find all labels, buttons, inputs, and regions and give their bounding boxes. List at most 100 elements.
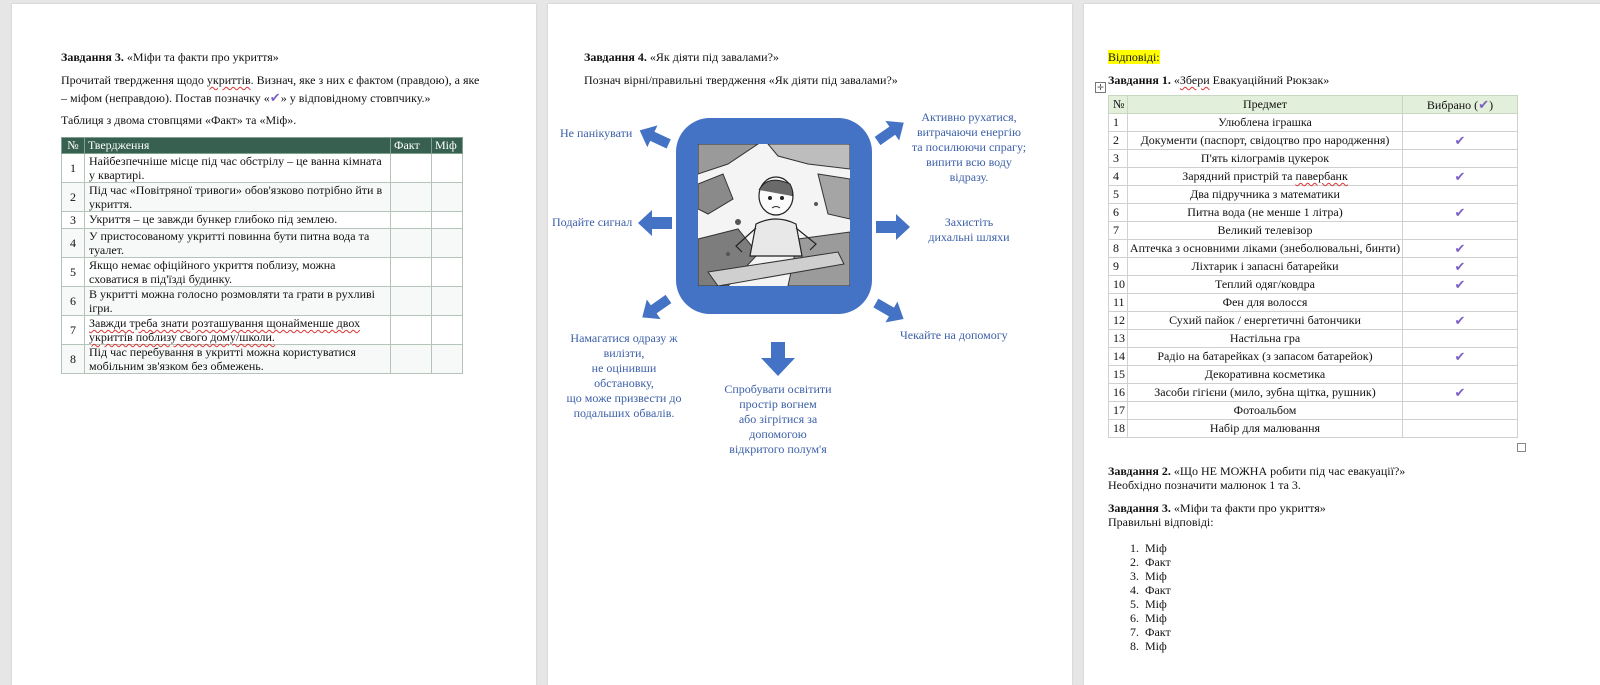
check-icon: ✔ <box>1454 312 1466 328</box>
document-page-2 <box>548 4 1072 685</box>
fact-cell[interactable] <box>390 228 432 258</box>
col-item: Предмет <box>1127 95 1403 114</box>
fact-cell[interactable] <box>390 211 432 229</box>
item-name: Радіо на батарейках (з запасом батарейок… <box>1127 347 1403 366</box>
label-wait-for-help: Чекайте на допомогу <box>900 328 1008 342</box>
list-item: 7.Факт <box>1130 625 1171 639</box>
selected-cell[interactable]: ✔ <box>1402 167 1518 186</box>
col-number: № <box>1108 95 1128 114</box>
list-item: 1.Міф <box>1130 541 1167 555</box>
selected-cell[interactable] <box>1402 293 1518 312</box>
col-number: № <box>61 137 85 154</box>
item-name: Документи (паспорт, свідоцтво про народж… <box>1127 131 1403 150</box>
check-icon: ✔ <box>1454 384 1466 400</box>
selected-cell[interactable]: ✔ <box>1402 203 1518 222</box>
check-icon: ✔ <box>1454 348 1466 364</box>
selected-cell[interactable] <box>1402 365 1518 384</box>
myth-cell[interactable] <box>431 286 463 316</box>
item-name: Декоративна косметика <box>1127 365 1403 384</box>
item-name: Зарядний пристрій та павербанк <box>1127 167 1403 186</box>
selected-cell[interactable]: ✔ <box>1402 383 1518 402</box>
arrow-bottom-left-icon <box>642 294 672 320</box>
selected-cell[interactable] <box>1402 419 1518 438</box>
selected-cell[interactable] <box>1402 113 1518 132</box>
selected-cell[interactable]: ✔ <box>1402 275 1518 294</box>
label-no-open-fire: Спробувати освітити простір вогнем або з… <box>724 382 832 456</box>
item-name: Засоби гігієни (мило, зубна щітка, рушни… <box>1127 383 1403 402</box>
item-name: Великий телевізор <box>1127 221 1403 240</box>
fact-cell[interactable] <box>390 344 432 374</box>
check-icon: ✔ <box>1454 204 1466 220</box>
fact-cell[interactable] <box>390 182 432 212</box>
task1-title: Завдання 1. «Збери Евакуаційний Рюкзак» <box>1108 73 1330 87</box>
label-protect-airways: Захистіть дихальні шляхи <box>928 215 1010 244</box>
item-name: Ліхтарик і запасні батарейки <box>1127 257 1403 276</box>
selected-cell[interactable] <box>1402 329 1518 348</box>
myth-cell[interactable] <box>431 182 463 212</box>
selected-cell[interactable] <box>1402 185 1518 204</box>
item-name: Теплий одяг/ковдра <box>1127 275 1403 294</box>
fact-cell[interactable] <box>390 153 432 183</box>
myth-cell[interactable] <box>431 211 463 229</box>
selected-cell[interactable]: ✔ <box>1402 347 1518 366</box>
table-move-handle-icon[interactable]: ✛ <box>1095 82 1106 93</box>
table-resize-handle[interactable] <box>1517 443 1526 452</box>
label-dont-climb-out: Намагатися одразу ж вилізти, не оцінивши… <box>566 331 682 420</box>
myth-cell[interactable] <box>431 257 463 287</box>
task3-answer-block: Завдання 3. «Міфи та факти про укриття» … <box>1108 501 1326 529</box>
fact-cell[interactable] <box>390 286 432 316</box>
task4-title: Завдання 4. «Як діяти під завалами?» <box>584 50 779 64</box>
selected-cell[interactable]: ✔ <box>1402 131 1518 150</box>
selected-cell[interactable] <box>1402 149 1518 168</box>
selected-cell[interactable] <box>1402 401 1518 420</box>
myth-cell[interactable] <box>431 344 463 374</box>
col-selected: Вибрано (✔) <box>1402 95 1518 114</box>
item-name: Набір для малювання <box>1127 419 1403 438</box>
item-name: Настільна гра <box>1127 329 1403 348</box>
label-dont-panic: Не панікувати <box>560 126 633 140</box>
answers-heading: Відповіді: <box>1108 50 1160 64</box>
selected-cell[interactable]: ✔ <box>1402 257 1518 276</box>
item-name: Аптечка з основними ліками (знеболювальн… <box>1127 239 1403 258</box>
arrow-bottom-right-icon <box>873 298 904 323</box>
myth-cell[interactable] <box>431 228 463 258</box>
selected-cell[interactable]: ✔ <box>1402 311 1518 330</box>
label-dont-move-actively: Активно рухатися, витрачаючи енергію та … <box>911 110 1027 184</box>
list-item: 5.Міф <box>1130 597 1167 611</box>
rubble-child-illustration <box>698 144 850 286</box>
item-name: Улюблена іграшка <box>1127 113 1403 132</box>
check-icon: ✔ <box>1454 168 1466 184</box>
fact-cell[interactable] <box>390 315 432 345</box>
fact-cell[interactable] <box>390 257 432 287</box>
arrow-top-left-icon <box>639 125 671 149</box>
selected-cell[interactable]: ✔ <box>1402 239 1518 258</box>
myth-cell[interactable] <box>431 315 463 345</box>
selected-cell[interactable] <box>1402 221 1518 240</box>
col-statement: Твердження <box>84 137 391 154</box>
item-name: Сухий пайок / енергетичні батончики <box>1127 311 1403 330</box>
check-icon: ✔ <box>1454 258 1466 274</box>
check-icon: ✔ <box>269 90 281 105</box>
list-item: 4.Факт <box>1130 583 1171 597</box>
col-myth: Міф <box>431 137 463 154</box>
check-icon: ✔ <box>1454 132 1466 148</box>
list-item: 8.Міф <box>1130 639 1167 653</box>
arrow-down-icon <box>761 342 795 376</box>
myth-cell[interactable] <box>431 153 463 183</box>
